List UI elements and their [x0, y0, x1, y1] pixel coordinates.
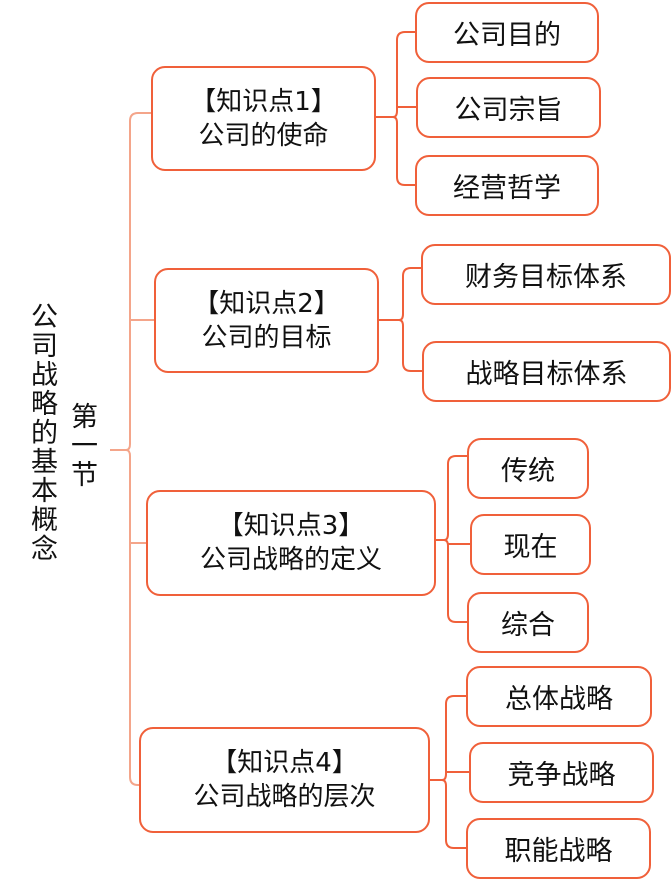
knowledge-tag: 【知识点1】	[190, 86, 337, 117]
child-node[interactable]: 传统	[467, 438, 589, 499]
section-title: 第一节	[66, 402, 97, 489]
child-node[interactable]: 职能战略	[466, 818, 651, 879]
bracket-kp2	[378, 267, 422, 372]
knowledge-point-3[interactable]: 【知识点3】 公司战略的定义	[146, 490, 436, 596]
bracket-kp1	[375, 31, 416, 186]
root-title: 公司战略的基本概念	[26, 302, 57, 563]
child-node[interactable]: 竞争战略	[469, 742, 654, 803]
knowledge-tag: 【知识点2】	[193, 288, 340, 319]
child-node[interactable]: 战略目标体系	[422, 341, 671, 402]
child-node[interactable]: 经营哲学	[415, 155, 599, 216]
child-node[interactable]: 公司目的	[415, 2, 599, 63]
knowledge-tag: 【知识点3】	[217, 511, 365, 541]
main-bracket	[110, 112, 154, 786]
knowledge-point-2[interactable]: 【知识点2】 公司的目标	[154, 268, 379, 373]
bracket-kp3	[435, 455, 470, 623]
bracket-kp4	[429, 695, 469, 849]
child-node[interactable]: 总体战略	[466, 666, 652, 727]
knowledge-label: 公司的目标	[201, 322, 332, 353]
child-node[interactable]: 公司宗旨	[416, 77, 601, 138]
child-node[interactable]: 财务目标体系	[421, 244, 671, 305]
knowledge-tag: 【知识点4】	[211, 748, 358, 778]
child-node[interactable]: 现在	[470, 514, 591, 575]
child-node[interactable]: 综合	[467, 592, 589, 653]
knowledge-point-4[interactable]: 【知识点4】 公司战略的层次	[139, 727, 430, 833]
knowledge-label: 公司战略的层次	[193, 782, 376, 812]
knowledge-label: 公司战略的定义	[199, 545, 382, 575]
knowledge-label: 公司的使命	[198, 120, 329, 151]
knowledge-point-1[interactable]: 【知识点1】 公司的使命	[151, 66, 376, 171]
